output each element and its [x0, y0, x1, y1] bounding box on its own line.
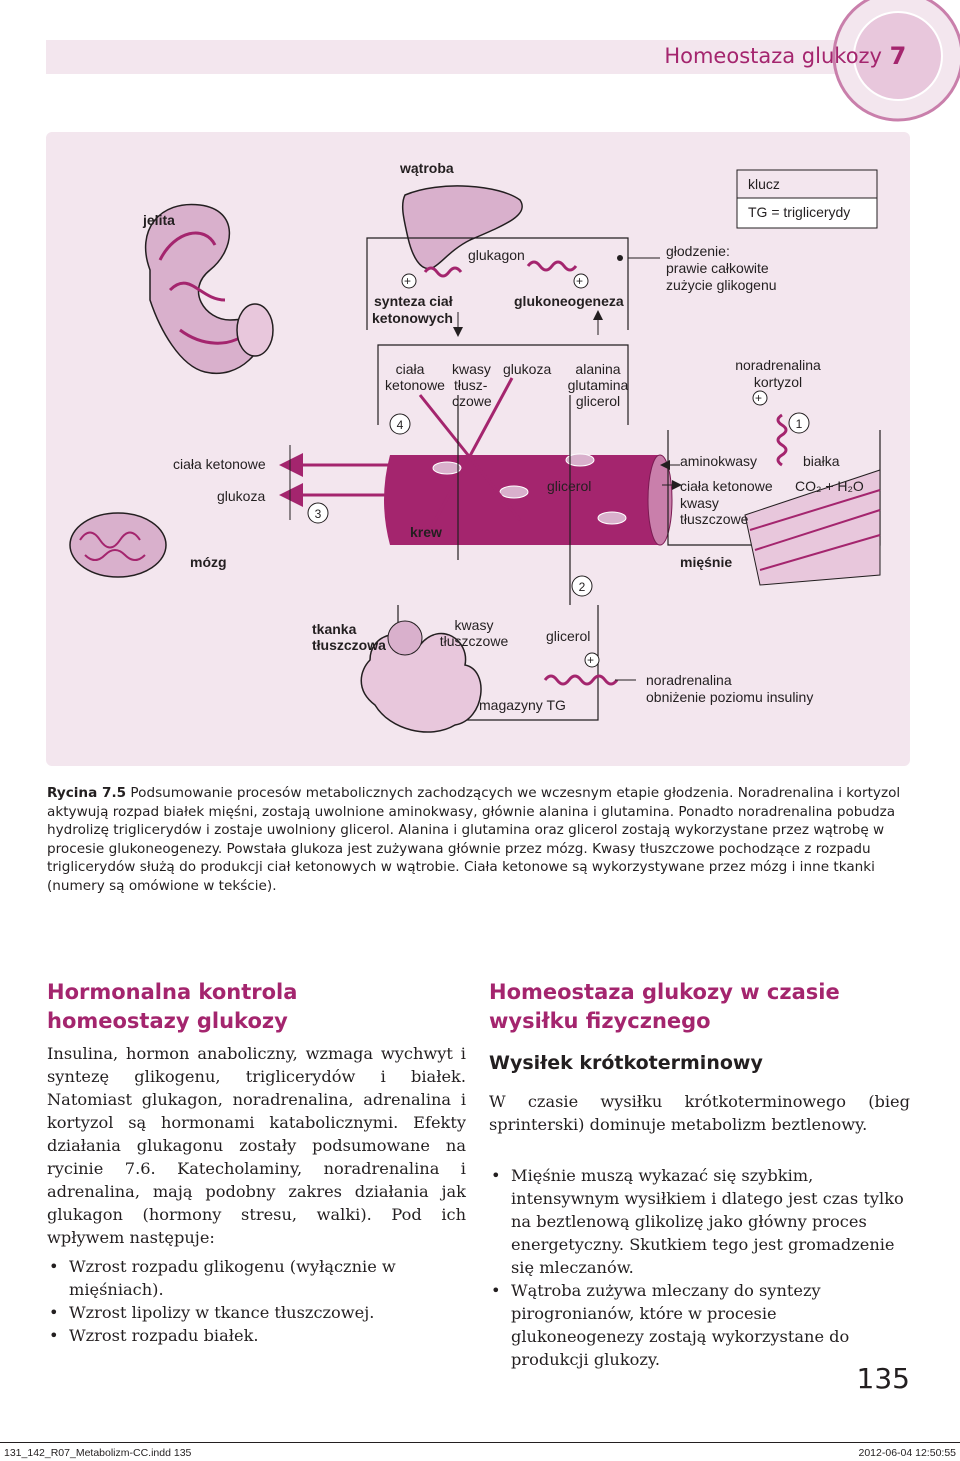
list-item: Wątroba zużywa mleczany do syntezy pirog…: [489, 1279, 910, 1371]
number-1: 1: [795, 417, 803, 431]
starvation-label-2: prawie całkowite: [666, 260, 769, 276]
right-bullet-list: Mięśnie muszą wykazać się szybkim, inten…: [489, 1164, 910, 1371]
muscle-aminoacids-label: aminokwasy: [680, 453, 758, 469]
right-heading-line-1: Homeostaza glukozy w czasie: [489, 980, 840, 1004]
adipose-label-2: tłuszczowa: [312, 637, 386, 653]
caption-text: Podsumowanie procesów metabolicznych zac…: [47, 785, 901, 894]
left-heading-line-1: Hormonalna kontrola: [47, 980, 298, 1004]
page-number: 135: [856, 1362, 910, 1395]
starvation-label-3: zużycie glikogenu: [666, 277, 777, 293]
footer-timestamp: 2012-06-04 12:50:55: [858, 1447, 957, 1459]
glucagon-label: glukagon: [468, 247, 525, 263]
glucose-label: glukoza: [503, 361, 552, 377]
caption-label: Rycina 7.5: [47, 785, 127, 801]
tg-stores-label: magazyny TG: [479, 697, 566, 713]
intestines-illustration: [144, 203, 274, 375]
blood-glycerol-label: glicerol: [547, 478, 592, 494]
key-title: klucz: [748, 176, 780, 192]
ketone-bodies-label-1: ciała: [395, 361, 425, 377]
chapter-tab-decoration: [832, 0, 960, 122]
muscle-fatty-acids-label-1: kwasy: [680, 495, 719, 511]
plus-sign: +: [755, 391, 763, 405]
intestines-label: jelita: [143, 212, 175, 228]
right-heading-line-2: wysiłku fizycznego: [489, 1009, 711, 1033]
figure-caption: Rycina 7.5 Podsumowanie procesów metabol…: [47, 784, 913, 895]
right-heading: Homeostaza glukozy w czasie wysiłku fizy…: [489, 978, 913, 1036]
footer-rule: [0, 1442, 960, 1443]
chapter-number: 7: [889, 42, 907, 70]
muscle-co2-label: CO₂ + H₂O: [795, 478, 864, 494]
fatty-acids-label-1: kwasy: [452, 361, 491, 377]
alanine-label: alanina: [575, 361, 621, 377]
starvation-label-1: głodzenie:: [666, 243, 730, 259]
plus-sign: +: [576, 274, 584, 288]
list-item: Wzrost rozpadu glikogenu (wyłącznie w mi…: [47, 1255, 466, 1301]
right-paragraph: W czasie wysiłku krótkoterminowego (bieg…: [489, 1092, 910, 1134]
gluconeogenesis-label: glukoneogeneza: [514, 293, 624, 309]
ketogenesis-label-2: ketonowych: [372, 310, 453, 326]
left-paragraph: Insulina, hormon anaboliczny, wzmaga wyc…: [47, 1044, 466, 1247]
brain-illustration: [69, 512, 167, 578]
list-item: Wzrost lipolizy w tkance tłuszczowej.: [47, 1301, 466, 1324]
glutamine-label: glutamina: [567, 377, 629, 393]
left-heading: Hormonalna kontrola homeostazy glukozy: [47, 978, 467, 1036]
list-item: Wzrost rozpadu białek.: [47, 1324, 466, 1347]
adipose-noradrenaline-label: noradrenalina: [646, 672, 732, 688]
number-3: 3: [314, 507, 322, 521]
header-bar: [46, 40, 914, 74]
key-entry: TG = triglicerydy: [748, 204, 851, 220]
cortisol-label: kortyzol: [753, 374, 803, 390]
list-item: Mięśnie muszą wykazać się szybkim, inten…: [489, 1164, 910, 1279]
brain-label: mózg: [190, 554, 227, 570]
adipose-fatty-acids-label-1: kwasy: [454, 617, 494, 633]
blood-vessel: [384, 455, 666, 545]
blood-label: krew: [410, 524, 442, 540]
left-bullet-list: Wzrost rozpadu glikogenu (wyłącznie w mi…: [47, 1255, 466, 1347]
muscle-ketones-label: ciała ketonowe: [680, 478, 773, 494]
liver-label: wątroba: [400, 160, 454, 176]
adipose-fatty-acids-label-2: tłuszczowe: [439, 633, 509, 649]
muscle-label: mięśnie: [680, 554, 733, 570]
footer-file: 131_142_R07_Metabolizm-CC.indd 135: [4, 1447, 192, 1459]
number-4: 4: [396, 418, 404, 432]
right-subheading: Wysiłek krótkoterminowy: [489, 1052, 763, 1074]
brain-glucose-label: glukoza: [217, 488, 266, 504]
brain-ketones-label: ciała ketonowe: [173, 456, 266, 472]
fatty-acids-label-3: czowe: [452, 393, 492, 409]
plus-sign: +: [404, 274, 412, 288]
muscle-fatty-acids-label-2: tłuszczowe: [680, 511, 749, 527]
adipose-label-1: tkanka: [312, 621, 357, 637]
metabolism-diagram: [69, 169, 881, 733]
ketone-bodies-label-2: ketonowe: [385, 377, 445, 393]
muscle-protein-label: białka: [803, 453, 840, 469]
insulin-decrease-label: obniżenie poziomu insuliny: [646, 689, 814, 705]
chapter-title: Homeostaza glukozy: [664, 44, 882, 68]
left-heading-line-2: homeostazy glukozy: [47, 1009, 288, 1033]
ketogenesis-label-1: synteza ciał: [374, 293, 453, 309]
fatty-acids-label-2: tłusz-: [454, 377, 488, 393]
adipose-glycerol-label: glicerol: [546, 628, 591, 644]
number-2: 2: [578, 580, 586, 594]
noradrenaline-label: noradrenalina: [735, 357, 821, 373]
plus-sign: +: [587, 653, 595, 667]
glycerol-label: glicerol: [575, 393, 621, 409]
